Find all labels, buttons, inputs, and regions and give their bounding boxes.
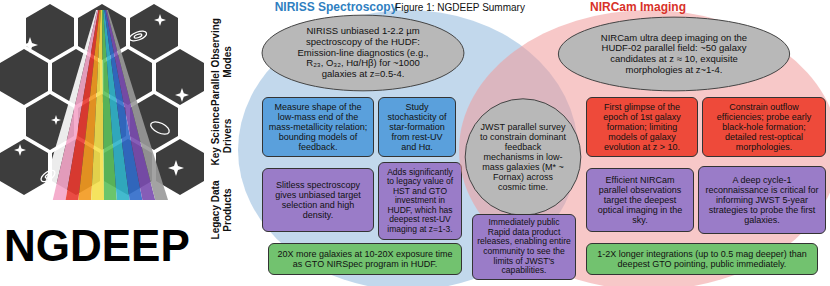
legacy-box: A deep cycle-1 reconnaissance is critica…: [698, 166, 826, 234]
legacy-note-box: 20X more galaxies at 10-20X exposure tim…: [268, 243, 462, 275]
node-text: Efficient NIRCam parallel observations t…: [591, 175, 689, 225]
legacy-note-box: 1-2X longer integrations (up to 0.5 mag …: [586, 243, 818, 275]
node-text: First glimpse of the epoch of 1st galaxy…: [591, 102, 693, 152]
row-label: Key Science Drivers: [209, 89, 233, 184]
science-box: Measure shape of the low-mass end of the…: [262, 97, 374, 157]
ellipse-shape: [262, 15, 464, 91]
node-text: NIRISS unbiased 1-2.2 µm spectroscopy of…: [288, 26, 438, 79]
rainbow-beam: [40, 10, 168, 200]
mode-ellipse: NIRCam ultra deep imaging on the HUDF-02…: [556, 16, 792, 92]
goal-ellipse: JWST parallel survey to constrain domina…: [464, 97, 582, 217]
node-text: JWST parallel survey to constrain domina…: [479, 122, 567, 193]
stars: [14, 14, 189, 176]
node-text: Measure shape of the low-mass end of the…: [267, 102, 369, 152]
region-heading: NIRCam Imaging: [583, 0, 693, 14]
node-text: A deep cycle-1 reconnaissance is critica…: [703, 175, 821, 225]
legacy-box: Adds significantly to legacy value of HS…: [378, 162, 462, 240]
legacy-box: Efficient NIRCam parallel observations t…: [586, 168, 694, 232]
ellipse-shape: [558, 17, 789, 91]
legacy-box: Immediately public Rapid data product re…: [472, 214, 576, 280]
logo-wordmark: NGDEEP: [4, 224, 190, 268]
node-text: Slitless spectroscopy gives unbiased tar…: [267, 180, 369, 220]
row-label: Legacy Data Products: [209, 163, 233, 258]
legacy-box: Slitless spectroscopy gives unbiased tar…: [262, 168, 374, 232]
node-text: 1-2X longer integrations (up to 0.5 mag …: [591, 249, 813, 269]
row-label: Parallel Observing Modes: [209, 15, 233, 110]
ngdeep-logo-illustration: [0, 0, 210, 210]
science-box: Constrain outflow efficiencies; probe ea…: [702, 97, 826, 157]
node-text: 20X more galaxies at 10-20X exposure tim…: [273, 249, 457, 269]
node-text: Adds significantly to legacy value of HS…: [383, 168, 457, 235]
galaxies: [39, 29, 171, 184]
venn-ellipse-shape: [459, 10, 830, 286]
mode-ellipse: NIRISS unbiased 1-2.2 µm spectroscopy of…: [260, 14, 466, 92]
science-box: Study stochasticity of star-formation fr…: [378, 97, 456, 157]
node-text: NIRCam ultra deep imaging on the HUDF-02…: [588, 33, 760, 76]
region-heading: NIRISS Spectroscopy: [274, 0, 398, 14]
ellipse-shape: [465, 99, 581, 215]
node-text: Immediately public Rapid data product re…: [477, 218, 571, 276]
node-text: Constrain outflow efficiencies; probe ea…: [707, 102, 821, 152]
figure-title: Figure 1: NGDEEP Summary: [390, 2, 530, 14]
science-box: First glimpse of the epoch of 1st galaxy…: [586, 97, 698, 157]
node-text: Study stochasticity of star-formation fr…: [383, 102, 451, 152]
